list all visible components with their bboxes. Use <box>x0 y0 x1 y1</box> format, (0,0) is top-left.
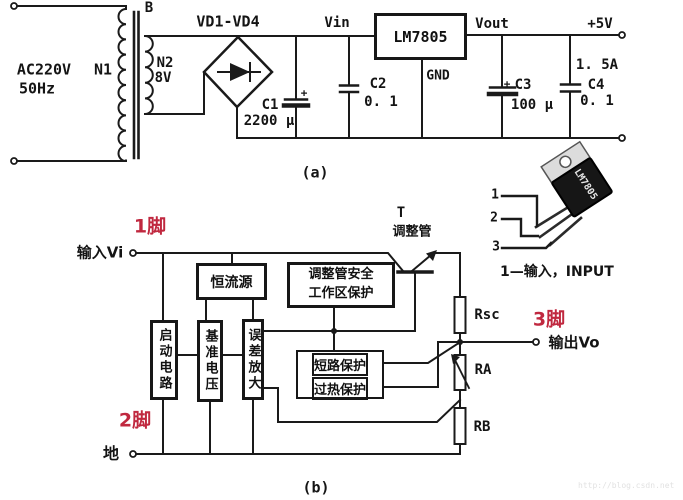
terminals <box>10 2 626 458</box>
bridge-label: VD1-VD4 <box>196 12 260 31</box>
ra-label: RA <box>474 362 492 378</box>
pin-callout-lines <box>500 194 553 250</box>
pkg-pin1-number: 1 <box>491 187 499 203</box>
watermark: http://blog.csdn.net <box>578 481 675 490</box>
ac-input-wires <box>16 5 127 162</box>
rb-label: RB <box>473 419 491 435</box>
package-leads <box>534 204 583 247</box>
pkg-caption: 1—输入，INPUT <box>500 264 614 280</box>
secondary-8v-label: 8V <box>154 70 172 86</box>
const-current-wires <box>205 252 254 321</box>
current-rating-label: 1. 5A <box>575 57 619 73</box>
gnd-label: GND <box>426 68 450 84</box>
soa-line2: 工作区保护 <box>308 286 374 301</box>
block-startup: 启动电路 <box>150 320 178 400</box>
ref-ground-wire <box>209 399 254 455</box>
c3-polarity: + <box>503 77 511 91</box>
ac-freq-label: 50Hz <box>18 79 56 98</box>
package-body <box>551 157 613 218</box>
block-reference-label: 基准电压 <box>202 329 218 393</box>
transformer <box>117 5 154 163</box>
pass-transistor <box>396 250 461 332</box>
capacitor-c2 <box>338 35 360 139</box>
secondary-n2-label: N2 <box>156 55 174 71</box>
capacitor-c3 <box>486 34 519 139</box>
c4-label: C4 <box>587 77 605 93</box>
feedback-wire <box>262 387 462 423</box>
c4-value: 0. 1 <box>580 93 614 109</box>
caption-b: (b) <box>302 478 330 497</box>
block-startup-label: 启动电路 <box>156 328 172 392</box>
ground-label: 地 <box>102 444 120 463</box>
output-5v-label: +5V <box>587 16 613 32</box>
input-rail-b <box>135 252 405 273</box>
thermal-protect-wire <box>383 341 439 388</box>
block-soa-protection: 调整管安全 工作区保护 <box>287 262 395 308</box>
block-thermal-protection: 过热保护 <box>311 377 368 400</box>
pin2-red-label: 2脚 <box>118 409 152 432</box>
core <box>132 10 140 160</box>
tab-hole <box>559 155 572 169</box>
primary-n1-label: N1 <box>93 60 113 79</box>
c3-label: C3 <box>514 77 532 93</box>
block-reference: 基准电压 <box>197 320 223 402</box>
soa-line1: 调整管安全 <box>308 267 374 283</box>
pkg-pin3-number: 3 <box>492 239 500 255</box>
primary-winding <box>117 7 128 163</box>
block-short-circuit-protection: 短路保护 <box>311 353 368 376</box>
vout-label: Vout <box>475 16 509 32</box>
c1-label: C1 <box>261 97 279 113</box>
resistor-ra-adjustable <box>451 354 471 409</box>
bridge-rectifier <box>202 35 274 139</box>
c1-polarity: + <box>300 86 308 100</box>
transistor-name-label: 调整管 <box>392 224 432 240</box>
emitter-arrow-icon <box>426 250 437 261</box>
output-vo-label: 输出Vo <box>548 333 600 352</box>
pin1-red-label: 1脚 <box>133 215 167 238</box>
pin3-red-label: 3脚 <box>532 308 566 331</box>
block-protection-pair: 短路保护 过热保护 <box>296 350 384 400</box>
transistor-t-label: T <box>396 205 406 221</box>
ac-voltage-label: AC220V <box>16 60 72 79</box>
capacitor-c1 <box>281 35 311 139</box>
resistor-rb <box>453 407 467 445</box>
c1-value: 2200 μ <box>243 113 295 129</box>
secondary-bottom-wire <box>144 71 205 115</box>
pkg-pin2-number: 2 <box>490 210 498 226</box>
block-error-amp-label: 误差放大 <box>245 327 261 392</box>
c2-value: 0. 1 <box>364 94 398 110</box>
block-constant-current: 恒流源 <box>196 263 267 300</box>
c3-value: 100 μ <box>510 97 554 113</box>
secondary-winding <box>143 34 154 116</box>
rsc-label: Rsc <box>474 307 500 323</box>
to220-package-photo: LM7805 <box>500 140 613 250</box>
block-error-amp: 误差放大 <box>242 319 264 400</box>
lm7805-block: LM7805 <box>374 13 467 60</box>
capacitor-c4 <box>559 34 582 139</box>
c2-label: C2 <box>369 76 387 92</box>
caption-a: (a) <box>301 163 329 182</box>
diode-icon <box>230 63 250 81</box>
vin-label: Vin <box>324 15 350 31</box>
resistor-rsc <box>453 296 467 334</box>
input-vi-label: 输入Vi <box>76 243 124 262</box>
short-protect-wire <box>383 342 460 364</box>
transformer-b-label: B <box>144 0 154 16</box>
